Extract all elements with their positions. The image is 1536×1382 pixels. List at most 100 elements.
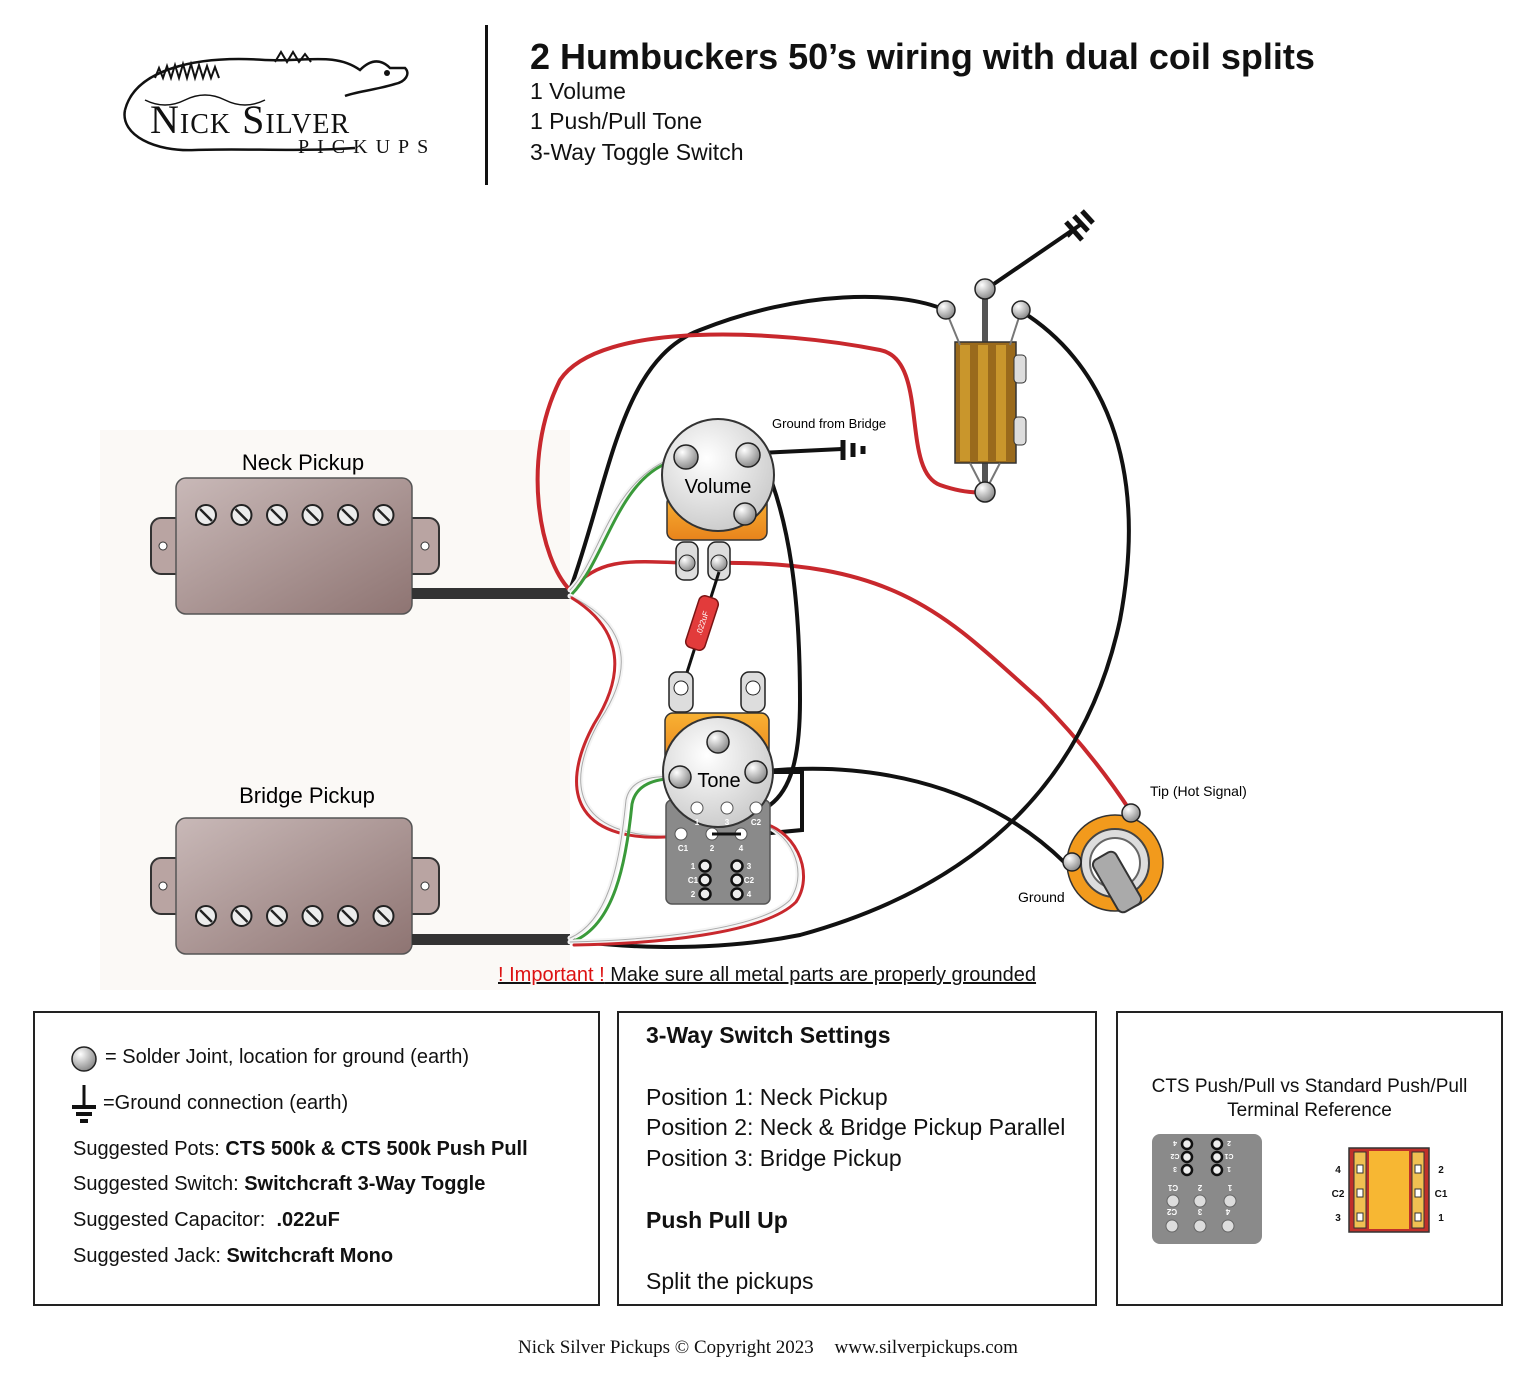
cts-lug-label: C2 [1170, 1152, 1179, 1159]
legend-box: = Solder Joint, location for ground (ear… [33, 1011, 600, 1306]
bridge-pickup-cable [412, 934, 570, 945]
neck-pickup [150, 477, 440, 615]
std-lug [1356, 1164, 1364, 1174]
switch-lug-label: 2 [691, 890, 696, 899]
switch-lug [730, 887, 744, 901]
important-warning: ! Important ! [498, 964, 605, 986]
volume-knob [661, 418, 775, 532]
std-lug [1414, 1188, 1422, 1198]
switch-lug-label: C1 [688, 876, 699, 885]
pole-piece [266, 905, 288, 927]
jack-ground-label: Ground [1018, 889, 1065, 905]
neck-pole-pieces [195, 504, 395, 526]
website-link[interactable]: www.silverpickups.com [834, 1337, 1018, 1358]
capacitor: .022uF [681, 571, 721, 686]
ground-from-bridge-icon [840, 440, 866, 460]
neck-black-wire [568, 294, 947, 592]
std-lug-label: C1 [1435, 1189, 1448, 1200]
pole-piece [195, 905, 217, 927]
std-lug-label: 1 [1438, 1213, 1444, 1224]
cts-lug [1180, 1163, 1194, 1177]
switch-ground-wire [983, 223, 1082, 292]
page-title: 2 Humbuckers 50’s wiring with dual coil … [530, 36, 1315, 77]
cts-lug [1210, 1150, 1224, 1164]
pole-piece [337, 504, 359, 526]
std-lug [1356, 1188, 1364, 1198]
volume-to-tone-black-wire [760, 455, 803, 807]
cts-terminal [1221, 1219, 1235, 1233]
brand-subtitle: PICKUPS [298, 136, 437, 158]
position-1: Position 1: Neck Pickup [646, 1084, 888, 1110]
footer: Nick Silver Pickups © Copyright 2023 www… [0, 1337, 1536, 1359]
cts-lug [1180, 1137, 1194, 1151]
wiring-diagram: Neck Pickup Bridge Pickup [150, 209, 1247, 955]
bridge-pole-pieces [195, 905, 395, 927]
iguana-logo [123, 50, 409, 152]
switch-lug-label: C2 [744, 876, 755, 885]
neck-pickup-label: Neck Pickup [242, 450, 364, 475]
pole-piece [230, 905, 253, 927]
switch-lug [730, 873, 744, 887]
cts-terminal [1193, 1219, 1207, 1233]
ground-symbol-icon [1064, 209, 1095, 242]
switch-lug [730, 859, 744, 873]
suggested-pots: Suggested Pots: CTS 500k & CTS 500k Push… [73, 1138, 528, 1160]
position-3: Position 3: Bridge Pickup [646, 1145, 902, 1171]
subtitle-tone: 1 Push/Pull Tone [530, 108, 703, 134]
cts-terminal-label: 3 [1197, 1207, 1202, 1216]
reference-title: CTS Push/Pull vs Standard Push/Pull Term… [1151, 1076, 1468, 1121]
tone-pot [662, 671, 774, 905]
cts-lug-label: 2 [1227, 1139, 1231, 1146]
tone-terminal-label: 4 [739, 844, 744, 853]
std-lug [1414, 1164, 1422, 1174]
volume-to-tip-red-wire [716, 560, 1133, 814]
tone-knob [662, 716, 774, 828]
push-pull-heading: Push Pull Up [646, 1207, 788, 1233]
volume-pot [661, 418, 775, 581]
cts-lug-label: 4 [1173, 1139, 1177, 1146]
cts-lug-label: C1 [1224, 1152, 1233, 1159]
tone-label: Tone [697, 770, 740, 792]
pole-piece [372, 905, 395, 927]
switch-lug-label: 3 [747, 862, 752, 871]
bridge-pickup-label: Bridge Pickup [239, 783, 375, 808]
volume-lugs [675, 541, 731, 581]
cts-lug [1180, 1150, 1194, 1164]
important-note: ! Important ! Make sure all metal parts … [498, 964, 1036, 987]
ground-connection-text: =Ground connection (earth) [103, 1092, 349, 1114]
output-jack [1062, 803, 1164, 914]
switch-lug [698, 859, 712, 873]
bridge-pickup-cover [175, 817, 413, 955]
std-lug [1356, 1212, 1364, 1222]
switch-lug [698, 887, 712, 901]
tone-terminal-label: C1 [678, 844, 689, 853]
neck-pickup-cable [412, 588, 570, 599]
terminal-reference-box: CTS Push/Pull vs Standard Push/Pull Term… [1116, 1011, 1503, 1306]
pole-piece [301, 504, 324, 526]
cts-terminal-label: 2 [1197, 1183, 1202, 1192]
pole-piece [195, 504, 217, 526]
tone-terminal-label: C2 [751, 818, 762, 827]
ground-connection-icon [72, 1085, 96, 1123]
cts-lug [1210, 1137, 1224, 1151]
pole-piece [266, 504, 288, 526]
bridge-red-to-c2 [572, 820, 806, 947]
std-lug [1414, 1212, 1422, 1222]
ground-from-bridge-label: Ground from Bridge [772, 416, 886, 431]
settings-heading: 3-Way Switch Settings [646, 1022, 891, 1048]
cts-terminal-label: 1 [1227, 1183, 1232, 1192]
cts-lug-label: 1 [1227, 1165, 1231, 1172]
switch-to-bridge-black-wire [568, 309, 1131, 949]
cts-push-pull-body [1152, 1134, 1262, 1244]
tone-lugs [668, 671, 766, 713]
tone-to-jack-ground-wire [755, 766, 1066, 864]
suggested-switch: Suggested Switch: Switchcraft 3-Way Togg… [73, 1173, 486, 1195]
volume-label: Volume [685, 476, 752, 498]
switch-lug-label: 4 [747, 890, 752, 899]
copyright-text: Nick Silver Pickups © Copyright 2023 [518, 1337, 814, 1358]
toggle-switch [936, 278, 1031, 503]
cts-terminal-label: C2 [1166, 1207, 1177, 1216]
